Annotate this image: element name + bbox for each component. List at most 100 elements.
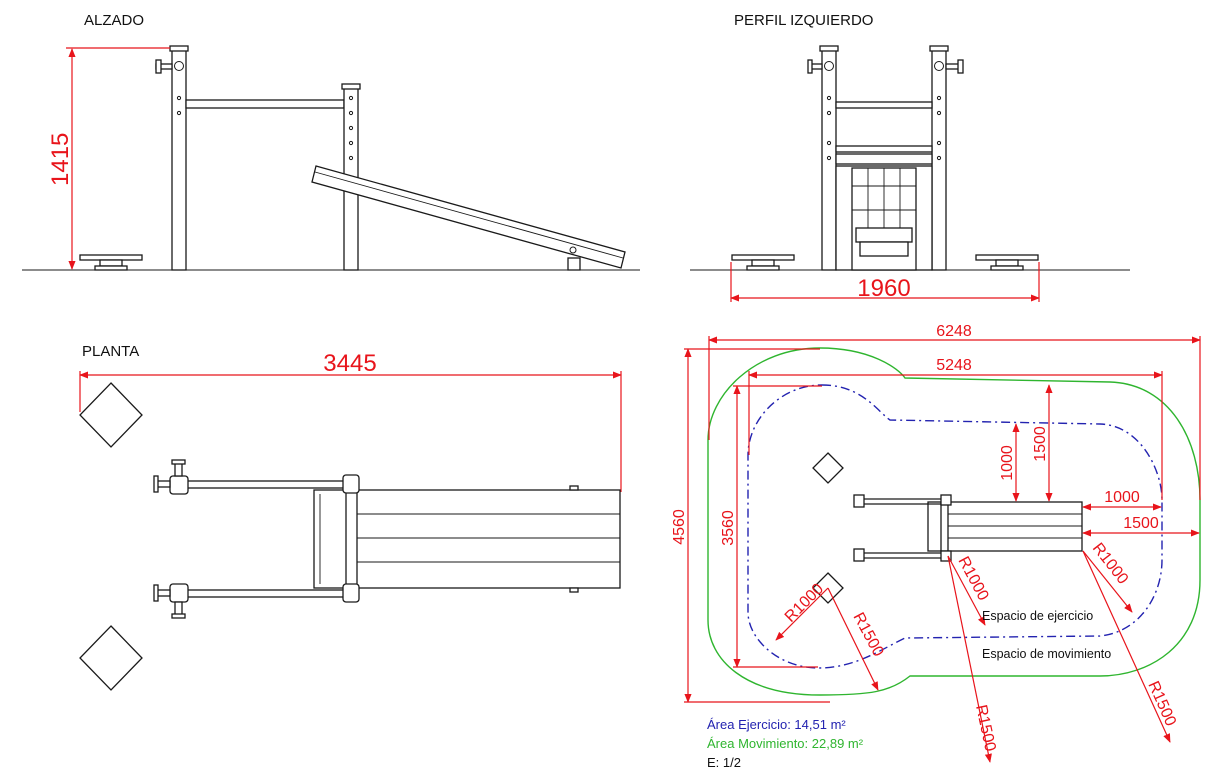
dim-total-depth: 4560	[671, 509, 688, 545]
alzado-handle-grip	[155, 59, 162, 74]
planta-step-pad-bottom	[79, 625, 143, 691]
perfil-left-post-cap	[819, 45, 839, 52]
alzado-bench-edge	[314, 171, 624, 259]
perfil-left-step-support	[751, 259, 775, 267]
perfil-bolt	[826, 95, 832, 101]
planta-length-dim: 3445	[323, 350, 376, 377]
radius-b-leader	[947, 555, 986, 626]
planta-upper-arm	[185, 480, 345, 489]
alzado-tall-post-cap	[169, 45, 189, 52]
alzado-bolt	[348, 125, 354, 131]
perfil-right-step-support	[995, 259, 1019, 267]
safety-bench-crossbeam	[940, 501, 949, 552]
movement-space-outline	[707, 347, 1201, 696]
perfil-bolt	[936, 155, 942, 161]
perfil-right-step	[975, 254, 1039, 261]
perfil-bolt	[936, 110, 942, 116]
alzado-bolt	[348, 140, 354, 146]
planta-upper-pivot	[169, 475, 189, 495]
alzado-bolt	[348, 110, 354, 116]
planta-bench	[313, 489, 621, 589]
planta-bench-pin	[569, 485, 579, 491]
legend-movement-area: Área Movimiento: 22,89 m²	[707, 736, 864, 751]
alzado-bolt	[348, 95, 354, 101]
planta-upper-joint	[342, 474, 360, 494]
perfil-title: PERFIL IZQUIERDO	[734, 12, 873, 29]
planta-upper-handle-grip	[153, 475, 159, 493]
movement-space-label: Espacio de movimiento	[982, 647, 1111, 661]
alzado-handle-pivot	[174, 61, 184, 71]
planta-view: PLANTA 3445	[79, 343, 622, 691]
alzado-bench-foot	[567, 257, 581, 271]
perfil-bolt	[826, 155, 832, 161]
alzado-height-dim: 1415	[47, 133, 74, 186]
perfil-bolt	[826, 110, 832, 116]
radius-a: R1000	[782, 580, 827, 625]
safety-step-pad-top	[812, 452, 844, 484]
dim-clear-1000-v: 1000	[999, 445, 1016, 481]
planta-title: PLANTA	[82, 343, 139, 360]
radius-c: R1000	[1089, 540, 1131, 588]
safety-area-view: 6248 5248 4560 3560 1000 1500 1000 1500 …	[671, 323, 1201, 770]
planta-step-pad-top	[79, 382, 143, 448]
perfil-left-step-base	[746, 265, 780, 271]
safety-lower-pivot	[853, 548, 865, 562]
safety-lower-joint	[940, 550, 952, 562]
perfil-view: PERFIL IZQUIERDO	[690, 12, 1130, 302]
radius-f-leader	[1082, 550, 1171, 743]
radius-d: R1500	[849, 610, 886, 660]
legend-scale: E: 1/2	[707, 755, 741, 770]
alzado-view: ALZADO 1415	[22, 12, 640, 271]
dim-clear-1500-h: 1500	[1123, 515, 1159, 532]
exercise-space-label: Espacio de ejercicio	[982, 609, 1093, 623]
alzado-step-support	[99, 259, 123, 267]
dim-clear-1500-v: 1500	[1032, 426, 1049, 462]
alzado-cross-bar	[185, 99, 345, 109]
alzado-short-post-cap	[341, 83, 361, 90]
radius-c-leader	[1082, 550, 1133, 613]
perfil-bench-leg	[859, 241, 909, 257]
perfil-bolt	[826, 140, 832, 146]
radius-f: R1500	[1144, 679, 1179, 729]
safety-upper-pivot	[853, 494, 865, 508]
alzado-step-plate	[79, 254, 143, 261]
radius-a-leader	[775, 587, 829, 641]
perfil-bolt	[936, 140, 942, 146]
perfil-right-step-base	[990, 265, 1024, 271]
alzado-bolt	[176, 110, 182, 116]
perfil-bolt	[936, 95, 942, 101]
alzado-step-base	[94, 265, 128, 271]
planta-lower-handle-grip	[153, 584, 159, 602]
dim-inner-depth: 3560	[720, 510, 737, 546]
perfil-right-post-cap	[929, 45, 949, 52]
planta-bench-pin	[569, 587, 579, 593]
dim-clear-1000-h: 1000	[1104, 489, 1140, 506]
dim-total-width: 6248	[936, 323, 972, 340]
dim-inner-width: 5248	[936, 357, 972, 374]
perfil-top-bar	[835, 101, 933, 109]
alzado-tall-post	[171, 47, 187, 271]
alzado-bolt	[348, 155, 354, 161]
radius-d-leader	[827, 587, 879, 691]
perfil-mid-bar	[835, 145, 933, 153]
planta-upper-pivot-head	[171, 459, 186, 465]
safety-upper-joint	[940, 494, 952, 506]
planta-bench-crossbeam	[345, 489, 358, 589]
alzado-inclined-bench	[311, 165, 626, 269]
planta-lower-arm	[185, 589, 345, 598]
perfil-right-pivot	[934, 61, 944, 71]
planta-lower-joint	[342, 583, 360, 603]
planta-lower-pivot-head	[171, 613, 186, 619]
legend-exercise-area: Área Ejercicio: 14,51 m²	[707, 717, 846, 732]
exercise-space-outline	[747, 384, 1163, 669]
perfil-left-grip	[807, 59, 813, 74]
perfil-left-pivot	[824, 61, 834, 71]
alzado-bolt	[176, 95, 182, 101]
perfil-right-grip	[957, 59, 964, 74]
planta-lower-pivot	[169, 583, 189, 603]
alzado-title: ALZADO	[84, 12, 144, 29]
perfil-left-step	[731, 254, 795, 261]
radius-e-leader	[947, 555, 992, 763]
alzado-bench-pin	[569, 246, 577, 254]
